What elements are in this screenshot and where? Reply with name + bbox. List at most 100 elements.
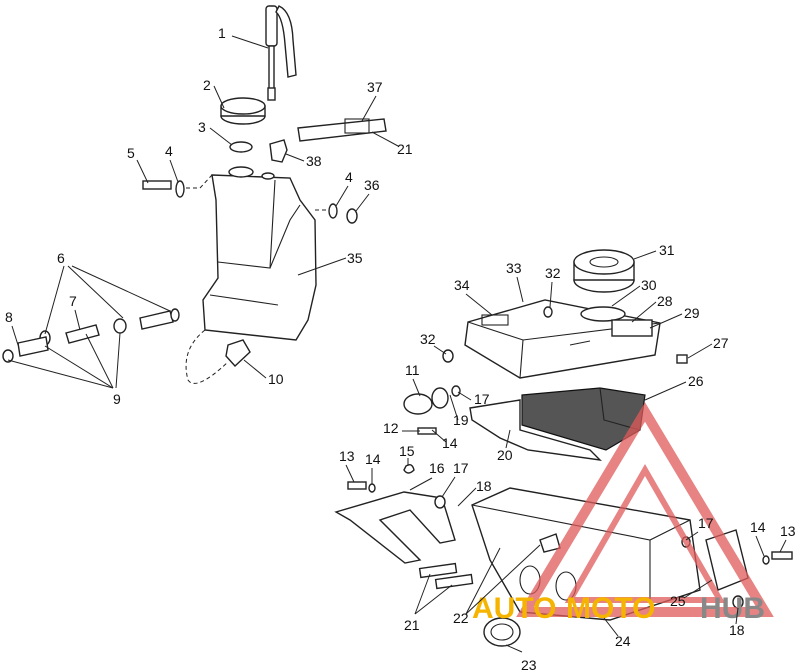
clip-part	[676, 354, 688, 364]
callout-label-c20: 20	[497, 447, 513, 463]
leader-line-c4b-0	[335, 185, 349, 207]
leader-line-c27-0	[687, 343, 713, 359]
leader-line-c17a-0	[457, 391, 472, 401]
leader-line-c1-0	[231, 35, 269, 49]
leader-line-c7-0	[74, 309, 81, 331]
callout-label-c7: 7	[69, 293, 77, 309]
callout-label-c13a: 13	[339, 448, 355, 464]
leader-line-c37-0	[361, 95, 377, 122]
leader-line-c32b-0	[433, 345, 447, 355]
gasket-plate-part	[469, 399, 602, 461]
leader-line-c9-3	[115, 332, 121, 389]
hose-kit-part	[2, 308, 180, 363]
callout-label-c21b: 21	[404, 617, 420, 633]
callout-label-c11: 11	[405, 362, 420, 378]
leader-line-c35-0	[297, 257, 347, 276]
callout-label-c4b: 4	[345, 169, 353, 185]
grommet-left-part	[442, 349, 454, 363]
leader-line-c10-0	[243, 359, 267, 379]
callout-label-c5: 5	[127, 145, 135, 161]
foam-ring-part	[573, 249, 635, 293]
gasket-part	[229, 141, 253, 153]
leader-line-c6-1	[67, 265, 124, 319]
callout-label-c2: 2	[203, 77, 211, 93]
leader-line-c23-0	[505, 644, 523, 653]
leader-line-c33-0	[516, 276, 524, 303]
leader-lines	[7, 35, 787, 653]
callout-label-c3: 3	[198, 119, 206, 135]
leader-line-c17c-0	[685, 531, 699, 541]
callout-label-c23: 23	[521, 657, 537, 672]
leader-line-c3-0	[209, 127, 233, 146]
callout-label-c32a: 32	[545, 265, 561, 281]
callout-label-c35: 35	[347, 250, 363, 266]
leader-line-c5-0	[136, 159, 149, 184]
callout-label-c17c: 17	[698, 515, 714, 531]
leader-line-c13a-0	[345, 464, 355, 483]
leader-line-c9-0	[7, 359, 114, 389]
callout-label-c6: 6	[57, 250, 65, 266]
leader-line-c22-0	[465, 547, 501, 615]
callout-label-c36: 36	[364, 177, 380, 193]
callout-label-c18a: 18	[476, 478, 492, 494]
leader-line-c28-0	[631, 301, 657, 323]
watermark-logo	[516, 402, 774, 617]
nut-small-part	[451, 385, 461, 397]
leader-line-c4a-0	[169, 159, 179, 183]
elbow-fitting-part	[269, 139, 288, 163]
clip-small-part	[403, 463, 415, 474]
leader-line-c36-0	[355, 193, 370, 212]
callout-label-c24: 24	[615, 633, 631, 649]
coupler-part	[403, 387, 449, 415]
airbox-cover-part	[464, 299, 661, 379]
callout-label-c14b: 14	[365, 451, 381, 467]
leader-line-c14c-0	[755, 535, 765, 557]
callout-label-c21a: 21	[397, 141, 413, 157]
screw-part	[142, 180, 172, 190]
callout-label-c22: 22	[453, 610, 469, 626]
leader-line-c20-0	[505, 429, 511, 449]
leader-line-c25-0	[683, 579, 713, 599]
watermark-moto-text: MOTO	[566, 592, 655, 625]
dipstick-part	[265, 5, 297, 101]
drain-fitting-part	[225, 339, 251, 367]
callout-label-c17a: 17	[474, 391, 490, 407]
callout-label-c38: 38	[306, 153, 322, 169]
leader-line-c16-0	[409, 477, 433, 491]
washer-right-part	[328, 203, 338, 219]
callout-label-c37: 37	[367, 79, 383, 95]
callout-label-c16: 16	[429, 460, 445, 476]
tank-cap-part	[220, 97, 266, 125]
leader-line-c9-2	[85, 333, 114, 389]
bracket-part	[334, 491, 456, 564]
washer-far-part	[762, 555, 770, 565]
hose-piece-1-part	[418, 562, 458, 579]
leader-line-c18a-0	[457, 487, 477, 507]
bolt-washer-part	[368, 483, 376, 493]
callout-label-c28: 28	[657, 293, 673, 309]
leader-line-c8-0	[11, 325, 19, 346]
callout-label-c33: 33	[506, 260, 522, 276]
callout-label-c9: 9	[113, 391, 121, 407]
callout-label-c19: 19	[453, 412, 469, 428]
leader-line-c18b-0	[735, 607, 739, 625]
callout-label-c4a: 4	[165, 143, 173, 159]
leader-line-c21a-0	[371, 131, 399, 147]
callout-label-c32b: 32	[420, 331, 436, 347]
leader-line-c32a-0	[549, 281, 553, 308]
callout-label-c13b: 13	[780, 523, 796, 539]
leader-line-c13b-0	[779, 539, 787, 553]
callout-label-c27: 27	[713, 335, 729, 351]
bolt-far-part	[771, 551, 793, 560]
callout-label-c25: 25	[670, 593, 686, 609]
grommet-large-part	[483, 617, 521, 647]
hose-piece-2-part	[434, 573, 474, 590]
leader-line-c2-0	[213, 85, 225, 109]
leader-line-c22-1	[465, 544, 541, 615]
leader-line-c21b-1	[414, 584, 453, 615]
callout-label-c30: 30	[641, 277, 657, 293]
watermark-auto-text: AUTO	[472, 592, 556, 625]
